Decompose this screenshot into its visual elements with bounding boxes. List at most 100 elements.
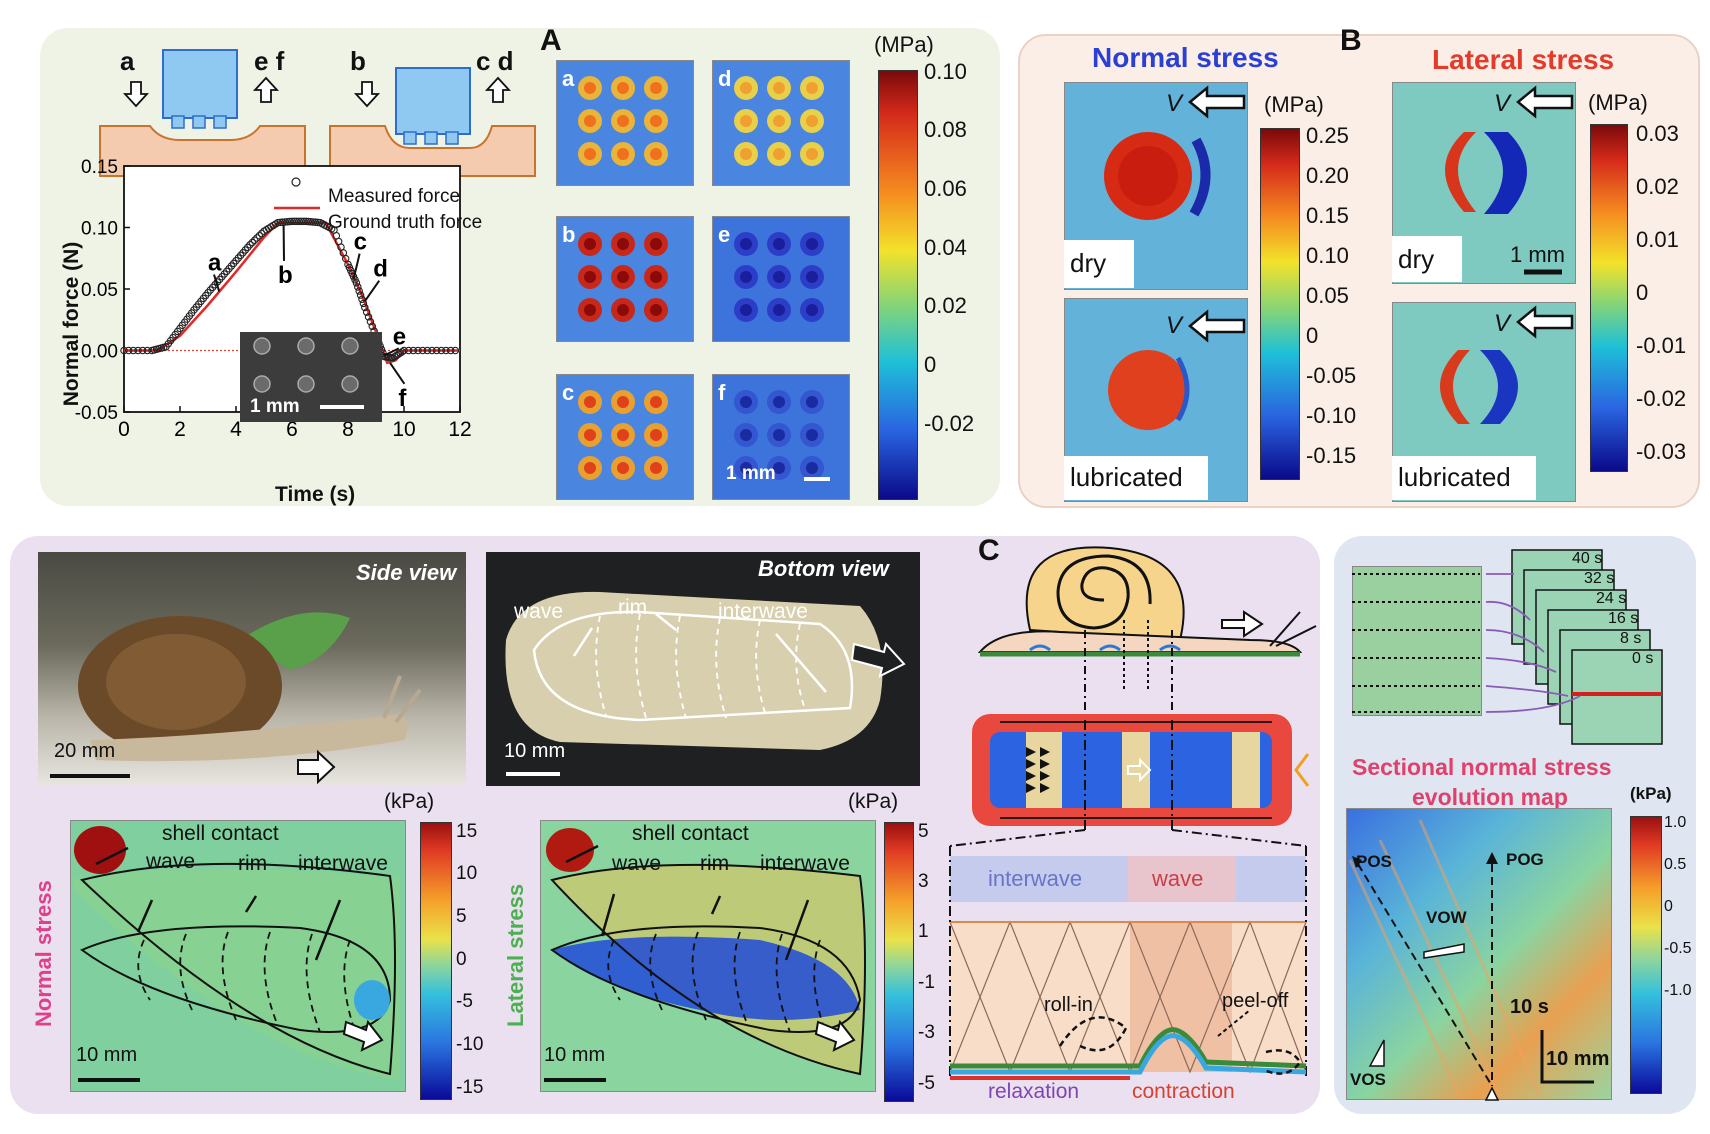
normal-map-rim: rim	[238, 852, 268, 875]
stress-dot-core	[584, 148, 596, 160]
colorbar-tick-label: -0.02	[1636, 385, 1687, 411]
series-measured-point	[390, 352, 399, 361]
series-measured-point	[442, 346, 450, 355]
stress-dot-core	[806, 82, 818, 94]
series-measured-point	[248, 238, 257, 247]
chart-annotation-b: b	[278, 262, 293, 289]
series-measured-point	[414, 346, 422, 355]
stage-label-ef: e f	[254, 46, 285, 76]
bottom-view-rim: rim	[618, 596, 648, 619]
stress-dot-core	[806, 271, 818, 283]
stress-dot-core	[650, 304, 662, 316]
lateral-colorbar-unit: (MPa)	[1588, 90, 1648, 115]
stress-dot-core	[740, 304, 752, 316]
colorbar-tick-label: 0	[924, 352, 937, 378]
colorbar-tick-label: 0.20	[1306, 162, 1349, 188]
stress-dot-core	[740, 115, 752, 127]
colorbar-tick-label: 15	[456, 820, 478, 842]
series-measured-point	[281, 218, 289, 226]
series-measured-point	[285, 217, 294, 226]
series-measured-point	[404, 346, 413, 355]
series-measured-point	[394, 350, 403, 358]
lateral-map-shell-contact: shell contact	[632, 822, 749, 845]
time-scale-label: 10 s	[1510, 996, 1549, 1018]
colorbar-tick-label: -0.02	[924, 410, 975, 436]
colorbar-tick-label: 0.08	[924, 117, 967, 143]
stress-dot-core	[584, 462, 596, 474]
series-measured-point	[302, 217, 310, 226]
c-interwave-label: interwave	[988, 866, 1083, 891]
stress-dot-core	[806, 238, 818, 250]
stress-dot-core	[740, 238, 752, 250]
dry-label-box-normal	[1064, 240, 1134, 288]
colorbar-tick-label: 0	[1636, 279, 1649, 305]
stage-label-b: b	[350, 46, 366, 76]
chart-annotation-a: a	[208, 250, 222, 277]
stress-dot-core	[650, 82, 662, 94]
dry-label-box-lateral	[1392, 236, 1462, 282]
heatmap-label-c: c	[562, 380, 575, 405]
sectional-colorbar	[1630, 816, 1662, 1094]
series-measured-point	[432, 346, 441, 355]
stress-dot-core	[806, 304, 818, 316]
dry-label-lateral: dry	[1398, 244, 1435, 274]
series-measured-point	[437, 346, 446, 355]
series-measured-point	[355, 287, 363, 295]
panel-b-scale-label: 1 mm	[1510, 242, 1565, 267]
stress-dot-core	[584, 429, 596, 441]
colorbar-tick-label: 0.06	[924, 176, 967, 202]
stress-dot-core	[584, 238, 596, 250]
series-measured-point	[250, 236, 259, 244]
x-tick-label: 8	[342, 418, 354, 441]
lateral-stress-title: Lateral stress	[1432, 44, 1615, 75]
stress-dot-core	[650, 271, 662, 283]
colorbar-tick-label: 0.02	[1636, 173, 1679, 199]
time-frame-label: 0 s	[1632, 650, 1654, 667]
inset-scale-label: 1 mm	[250, 396, 300, 417]
velocity-label-1: V	[1166, 90, 1183, 117]
bottom-view-wave: wave	[514, 600, 564, 623]
series-measured-point	[423, 346, 432, 355]
pog-label: POG	[1506, 850, 1544, 869]
chart-annotation-c: c	[354, 229, 367, 256]
stress-dot-core	[617, 238, 629, 250]
colorbar-tick-label: -10	[456, 1033, 484, 1055]
lateral-map-wave: wave	[612, 852, 662, 875]
colorbar-tick-label: 1	[918, 921, 929, 943]
bottom-view-interwave: interwave	[718, 600, 808, 623]
colorbar-tick-label: 1.0	[1664, 814, 1687, 832]
stress-dot-core	[584, 396, 596, 408]
stress-dot-core	[617, 462, 629, 474]
normal-colorbar	[1260, 128, 1300, 480]
stress-dot-core	[806, 429, 818, 441]
series-measured-point	[143, 346, 152, 355]
stress-dot-core	[773, 148, 785, 160]
normal-map-wave: wave	[146, 850, 196, 873]
lubricated-label-normal: lubricated	[1070, 462, 1183, 492]
c-relaxation-label: relaxation	[988, 1080, 1080, 1103]
chart-annotation-f: f	[398, 385, 407, 412]
colorbar-tick-label: -1	[918, 971, 935, 993]
stress-dot-core	[740, 462, 752, 474]
colorbar-tick-label: 0	[1306, 322, 1319, 348]
panel-a-scale-label: 1 mm	[726, 463, 776, 484]
colorbar-tick-label: 0	[1664, 898, 1673, 916]
colorbar-tick-label: 0.10	[924, 58, 967, 84]
bottom-view-label: Bottom view	[758, 556, 889, 581]
series-measured-point	[313, 218, 322, 227]
colorbar-tick-label: 0	[456, 948, 467, 970]
colorbar-tick-label: 0.05	[1306, 282, 1349, 308]
series-measured-point	[306, 218, 315, 226]
stress-dot-core	[773, 304, 785, 316]
stress-dot-core	[617, 115, 629, 127]
stress-dot-core	[773, 429, 785, 441]
series-measured-point	[304, 217, 313, 226]
stress-dot-core	[806, 148, 818, 160]
lateral-foot-colorbar	[884, 822, 914, 1102]
series-measured-point	[396, 349, 405, 357]
side-view-scale: 20 mm	[54, 740, 116, 762]
